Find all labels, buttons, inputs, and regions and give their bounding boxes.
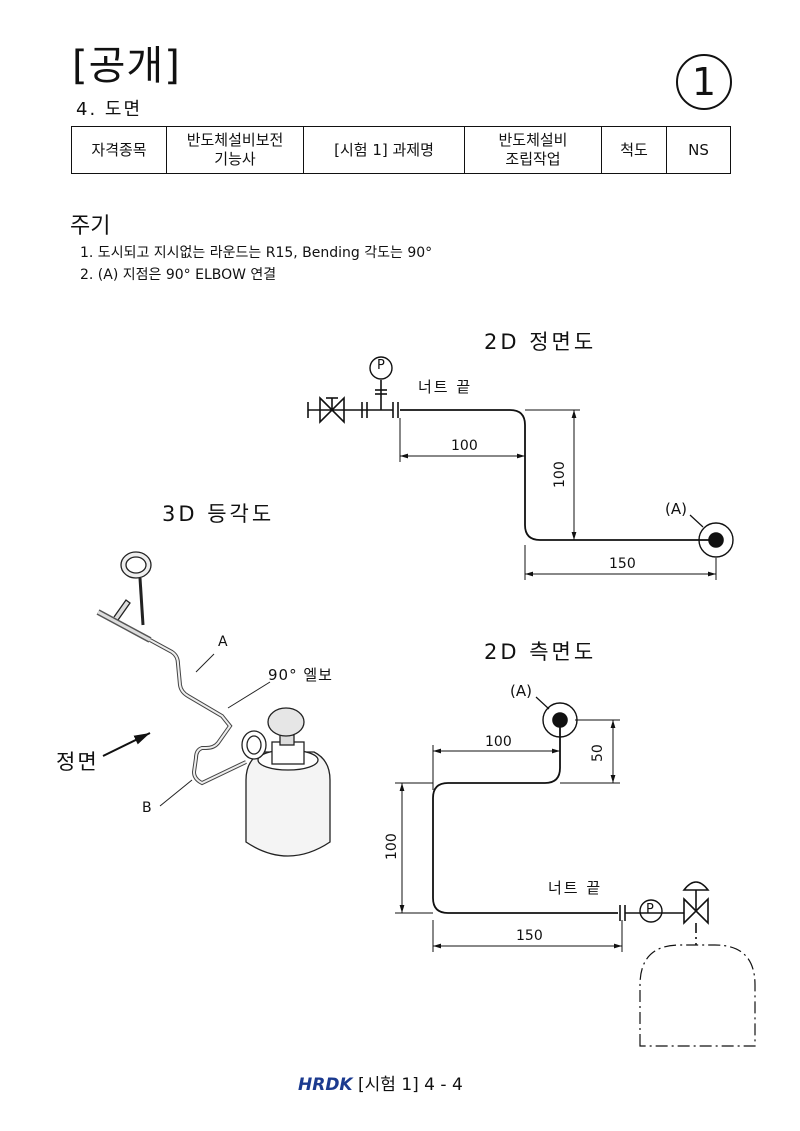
gauge-circle [369,356,393,380]
dim-label: 50 [590,744,606,762]
scale-label: 척도 [620,140,648,159]
dim-bottom [432,920,623,952]
info-table: 자격종목 반도체설비보전 기능사 [시험 1] 과제명 반도체설비 조립작업 척… [71,126,731,174]
task-value-line2: 조립작업 [505,150,561,168]
footer: HRDK [시험 1] 4 - 4 [298,1070,463,1095]
side-pipe [432,722,618,914]
nut-end-label: 너트 끝 [418,378,473,396]
dim-label: 150 [609,556,636,572]
front-pipe [400,409,716,541]
elbow-label: 90° 엘보 [268,666,333,684]
iso-cylinder [245,751,331,857]
info-cell-scale: 척도 [601,126,667,174]
point-a-label: (A) [665,500,687,518]
front-arrow [102,732,151,757]
point-a-dot [552,712,568,728]
valve-icon [683,897,709,925]
nut-end-label: 너트 끝 [548,879,603,897]
dim-left [395,782,433,914]
section-subtitle: 4. 도면 [76,99,143,120]
dim-label: 100 [384,833,400,860]
field-value-line2: 기능사 [214,150,256,168]
front-view [307,356,734,580]
info-cell-field: 자격종목 [71,126,167,174]
side-view [395,696,756,1047]
info-cell-scale-value: NS [666,126,731,174]
dim-label: 100 [485,734,512,750]
dim-v [525,409,580,541]
page-title: [공개] [72,43,181,89]
field-value-line1: 반도체설비보전 [186,131,284,150]
iso-label-a: A [218,634,228,650]
front-view-title: 2D 정면도 [484,330,597,354]
front-direction-label: 정면 [56,750,99,774]
dim-label: 100 [451,438,478,454]
gauge-label: P [646,902,654,917]
side-view-title: 2D 측면도 [484,640,597,664]
note-item: 1. 도시되고 지시없는 라운드는 R15, Bending 각도는 90° [80,245,433,261]
info-cell-field-value: 반도체설비보전 기능사 [166,126,304,174]
cylinder-outline [639,944,756,1047]
sheet-number-badge: 1 [676,54,732,110]
scale-value: NS [688,140,709,159]
iso-tube [149,638,247,786]
iso-view [96,551,331,857]
point-a-outer [698,522,734,558]
note-item: 2. (A) 지점은 90° ELBOW 연결 [80,267,277,283]
point-a-label: (A) [510,682,532,700]
task-value-line1: 반도체설비 [498,131,568,150]
gauge-label: P [377,358,385,373]
iso-view-title: 3D 등각도 [162,502,275,526]
dim-h1 [399,418,526,462]
valve-icon [319,396,345,424]
iso-valve-knob [267,707,305,737]
hrdk-logo: HRDK [298,1075,353,1095]
info-cell-task: [시험 1] 과제명 [303,126,465,174]
dim-label: 100 [552,461,568,488]
dim-right [560,719,620,784]
iso-regulator [241,730,267,760]
gauge-circle [639,899,663,923]
footer-page-text: [시험 1] 4 - 4 [358,1075,463,1095]
dim-label: 150 [516,928,543,944]
dim-h2 [524,545,717,580]
point-a-dot [708,532,724,548]
iso-label-b: B [142,800,152,816]
task-label: [시험 1] 과제명 [334,140,434,159]
info-cell-task-value: 반도체설비 조립작업 [464,126,602,174]
notes-title: 주기 [70,214,111,239]
field-label: 자격종목 [91,140,147,159]
